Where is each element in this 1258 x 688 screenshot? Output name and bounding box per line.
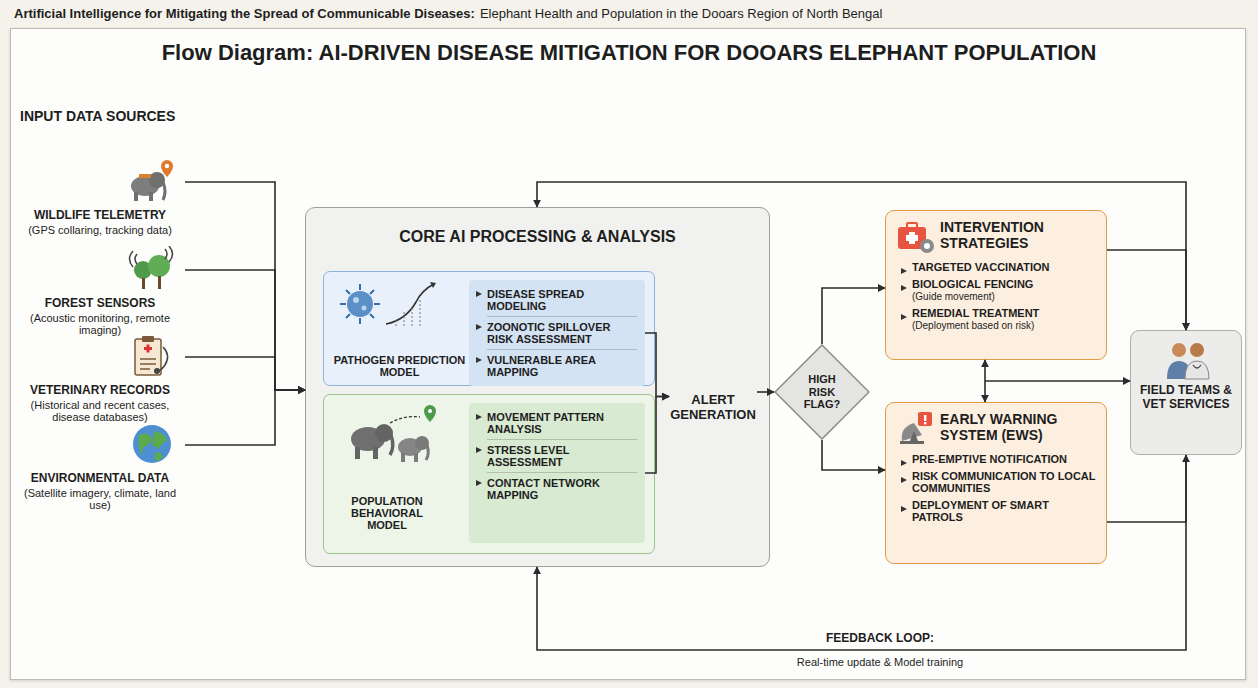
model-panel: POPULATION BEHAVIORAL MODEL MOVEMENT PATT… xyxy=(323,394,655,554)
warning-antenna-icon xyxy=(896,411,936,447)
flow-connector xyxy=(645,333,669,397)
globe-icon xyxy=(129,421,175,467)
banner-text: Artificial Intelligence for Mitigating t… xyxy=(14,6,475,21)
node-heading: POPULATION BEHAVIORAL MODEL xyxy=(332,475,442,531)
flow-connector xyxy=(185,182,305,390)
branch-line xyxy=(985,380,1130,382)
task-list: DISEASE SPREAD MODELINGZOONOTIC SPILLOVE… xyxy=(469,280,645,386)
flow-connector xyxy=(185,390,305,445)
list-item: TARGETED VACCINATION xyxy=(912,261,1096,273)
core-panel: CORE AI PROCESSING & ANALYSIS PATHOGEN P… xyxy=(305,207,770,567)
flow-connector xyxy=(822,288,885,344)
flow-connector xyxy=(185,357,305,390)
medical-kit-icon xyxy=(896,219,936,255)
action-box: INTERVENTION STRATEGIES TARGETED VACCINAT… xyxy=(885,210,1107,360)
node-subtext: (Acoustic monitoring, remote imaging) xyxy=(15,312,185,336)
list-item: DEPLOYMENT OF SMART PATROLS xyxy=(912,499,1096,523)
list-item: VULNERABLE AREA MAPPING xyxy=(487,350,637,382)
node-subtext: (Satellite imagery, climate, land use) xyxy=(15,487,185,511)
node-heading: WILDLIFE TELEMETRY xyxy=(15,208,185,222)
section-heading: INPUT DATA SOURCES xyxy=(20,108,175,124)
banner-text: Elephant Health and Population in the Do… xyxy=(480,6,883,21)
list-item: MOVEMENT PATTERN ANALYSIS xyxy=(487,407,637,440)
flow-connector xyxy=(822,440,885,470)
node-heading: FIELD TEAMS & VET SERVICES xyxy=(1137,383,1235,411)
banner-heading: Artificial Intelligence for Mitigating t… xyxy=(14,6,1244,21)
list-item: RISK COMMUNICATION TO LOCAL COMMUNITIES xyxy=(912,470,1096,494)
decision-diamond: HIGH RISK FLAG? xyxy=(774,344,870,440)
flow-connector xyxy=(645,397,669,474)
alert-label: ALERT GENERATION xyxy=(669,371,757,422)
node-heading: PATHOGEN PREDICTION MODEL xyxy=(332,334,467,378)
node-heading: ENVIRONMENTAL DATA xyxy=(15,471,185,485)
forest-icon xyxy=(127,246,177,292)
list-item: DISEASE SPREAD MODELING xyxy=(487,284,637,317)
node-subtext: (GPS collaring, tracking data) xyxy=(15,224,185,236)
flow-connector xyxy=(537,455,1186,650)
list-item: BIOLOGICAL FENCING xyxy=(912,278,1096,290)
task-list: MOVEMENT PATTERN ANALYSISSTRESS LEVEL AS… xyxy=(469,403,645,543)
flow-connector xyxy=(757,391,774,393)
item-note: (Guide movement) xyxy=(912,291,1096,302)
list-item: PRE-EMPTIVE NOTIFICATION xyxy=(912,453,1096,465)
elephants-icon xyxy=(338,403,458,469)
flow-connector xyxy=(185,270,305,390)
team-icon xyxy=(1163,339,1213,381)
action-box: EARLY WARNING SYSTEM (EWS) PRE-EMPTIVE NO… xyxy=(885,402,1107,564)
node-heading: FOREST SENSORS xyxy=(15,296,185,310)
feedback-caption: Real-time update & Model training xyxy=(730,656,1030,668)
flow-connector xyxy=(1107,455,1186,522)
data-source: ENVIRONMENTAL DATA (Satellite imagery, cl… xyxy=(15,421,185,511)
node-heading: ALERT GENERATION xyxy=(669,372,757,422)
diagram-title: Flow Diagram: AI-DRIVEN DISEASE MITIGATI… xyxy=(0,40,1258,66)
node-subtext: (Historical and recent cases, disease da… xyxy=(15,399,185,423)
list-item: ZOONOTIC SPILLOVER RISK ASSESSMENT xyxy=(487,317,637,350)
model-panel: PATHOGEN PREDICTION MODELDISEASE SPREAD … xyxy=(323,271,655,386)
box-heading: INTERVENTION STRATEGIES xyxy=(940,219,1096,255)
box-heading: EARLY WARNING SYSTEM (EWS) xyxy=(940,411,1096,447)
flow-connector xyxy=(537,182,1186,330)
node-heading: HIGH RISK FLAG? xyxy=(797,373,847,411)
data-source: WILDLIFE TELEMETRY (GPS collaring, tracki… xyxy=(15,158,185,244)
node-heading: CORE AI PROCESSING & ANALYSIS xyxy=(306,208,769,246)
list-item: STRESS LEVEL ASSESSMENT xyxy=(487,440,637,473)
node-heading: VETERINARY RECORDS xyxy=(15,383,185,397)
records-icon xyxy=(127,333,177,379)
item-note: (Deployment based on risk) xyxy=(912,320,1096,331)
list-item: REMEDIAL TREATMENT xyxy=(912,307,1096,319)
flow-connector xyxy=(1107,250,1186,330)
team-box: FIELD TEAMS & VET SERVICES xyxy=(1130,330,1242,455)
pathogen-icon xyxy=(338,278,448,330)
edge-label: FEEDBACK LOOP: xyxy=(780,631,980,645)
elephant-icon xyxy=(125,158,175,204)
list-item: CONTACT NETWORK MAPPING xyxy=(487,473,637,505)
data-source: VETERINARY RECORDS (Historical and recent… xyxy=(15,333,185,427)
data-source: FOREST SENSORS (Acoustic monitoring, remo… xyxy=(15,246,185,340)
